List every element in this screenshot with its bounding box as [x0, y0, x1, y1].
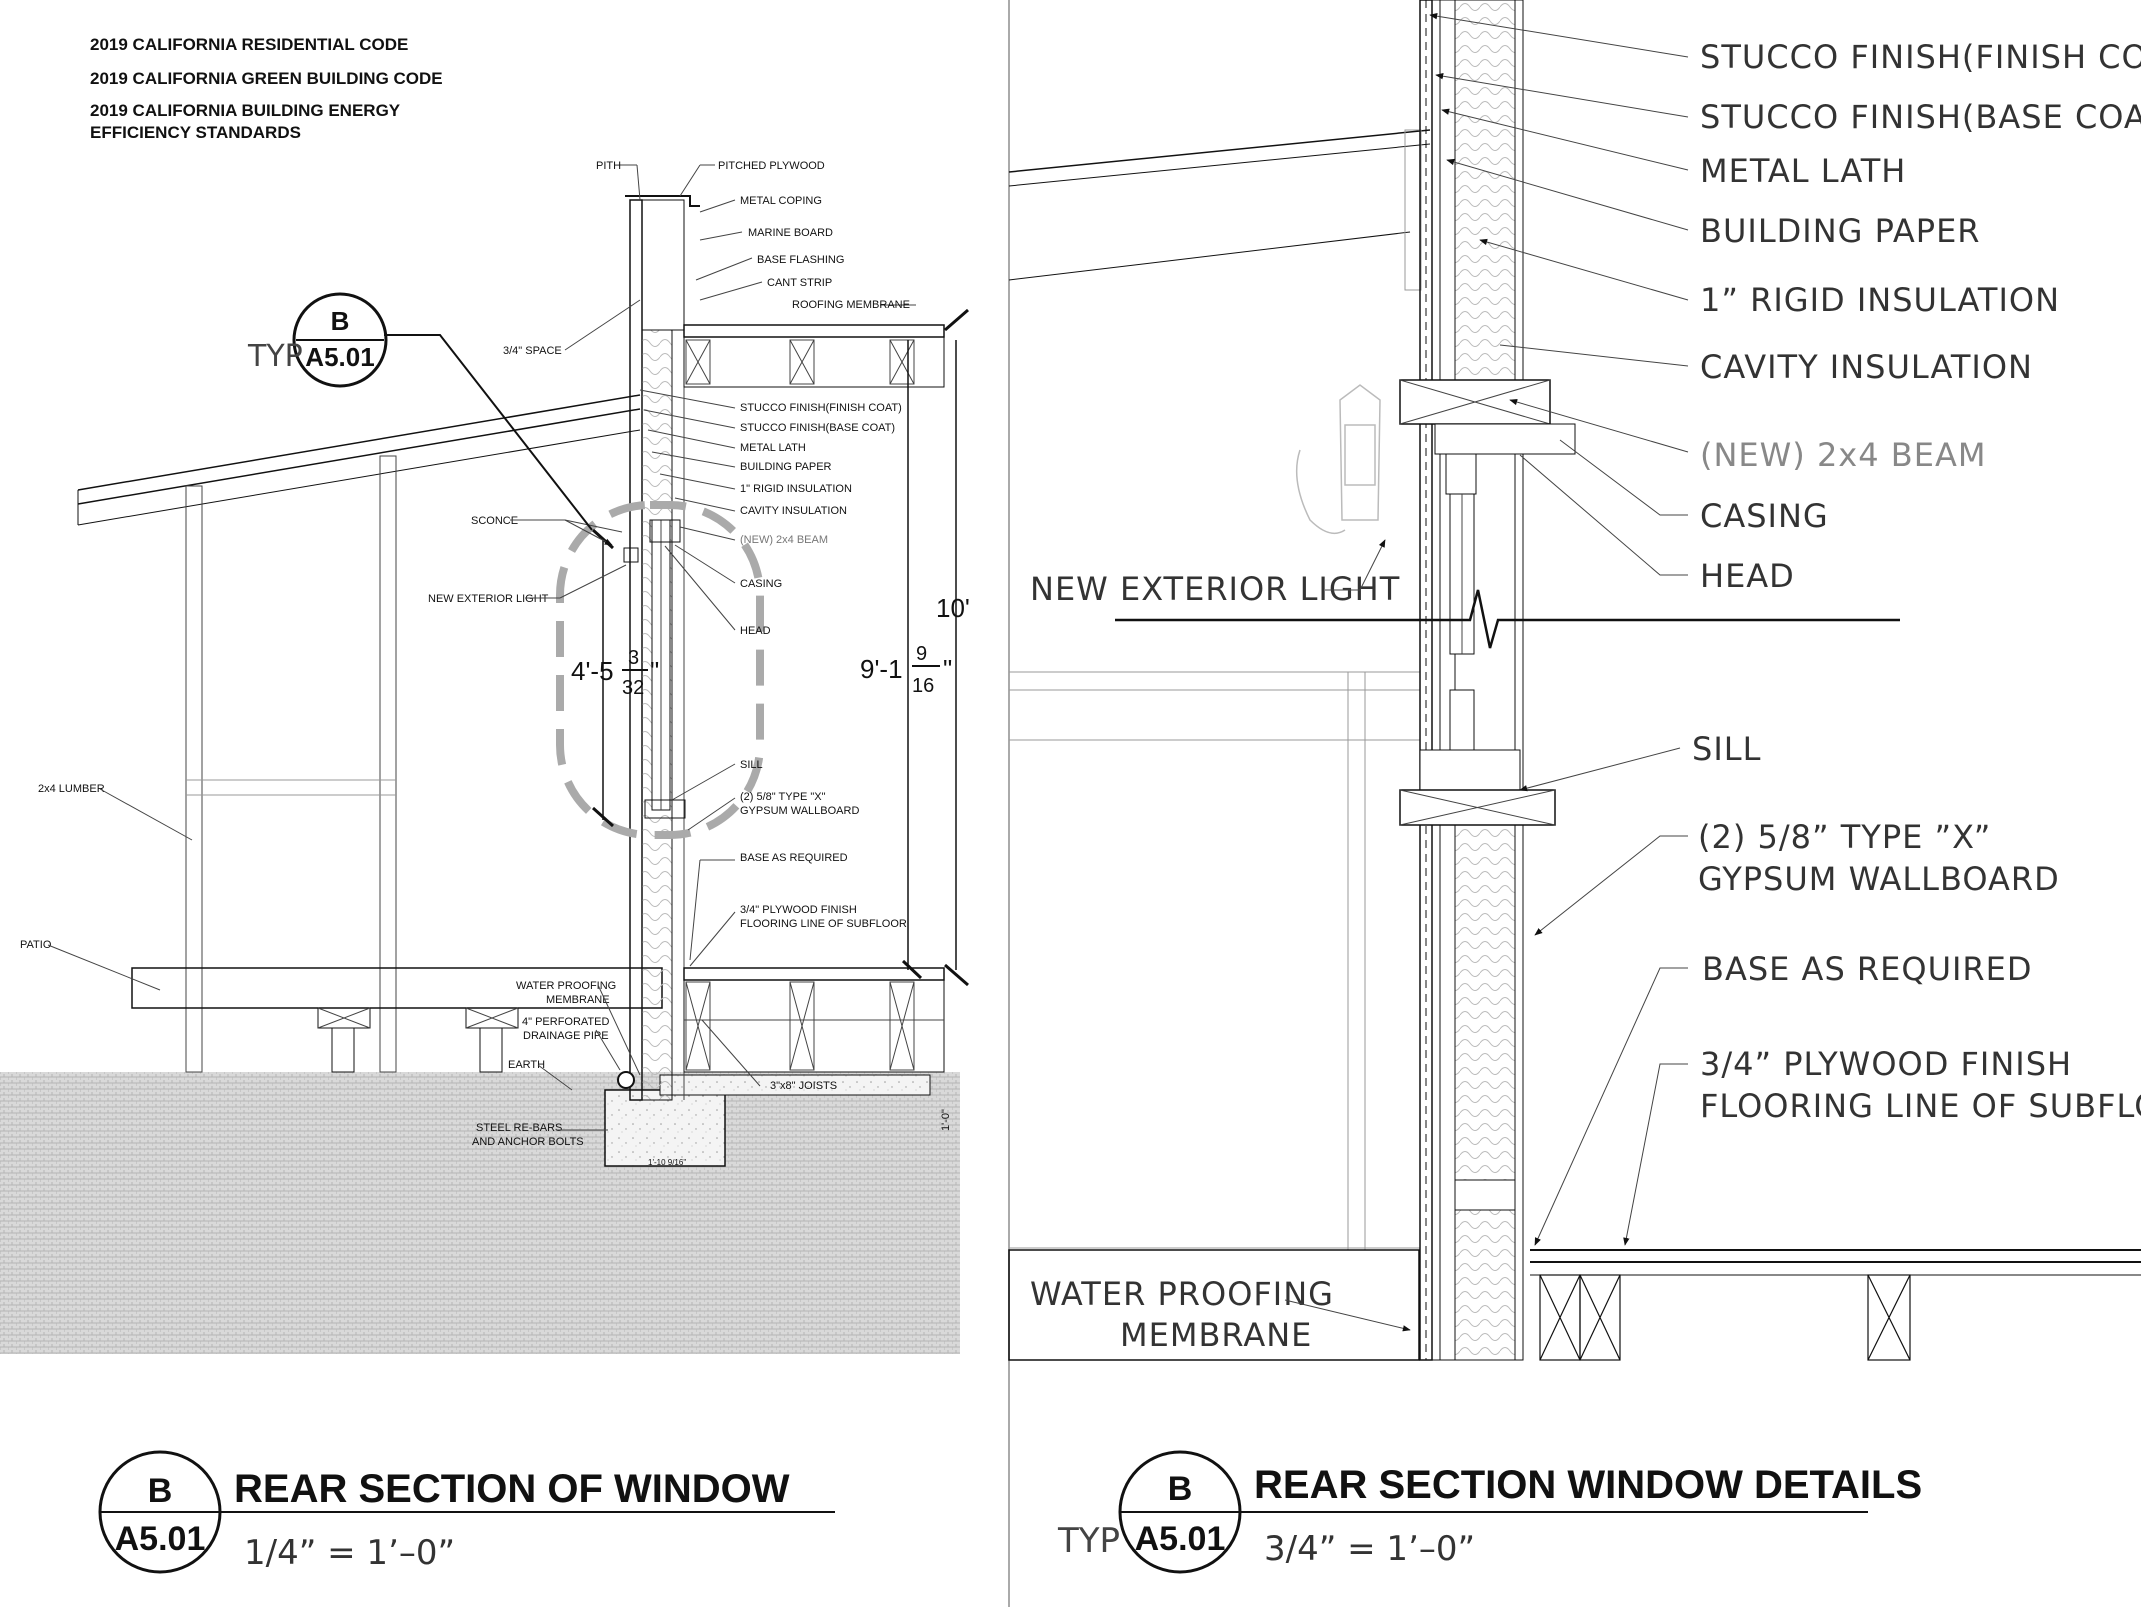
label-space: 3/4" SPACE — [503, 345, 562, 357]
label-plywood-finish-1: 3/4" PLYWOOD FINISH — [740, 904, 857, 916]
r-label-rigid-insulation: 1” RIGID INSULATION — [1700, 281, 2060, 319]
label-drainage-2: DRAINAGE PIPE — [523, 1030, 609, 1042]
r-label-gypsum-2: GYPSUM WALLBOARD — [1698, 860, 2060, 898]
label-cant-strip: CANT STRIP — [767, 277, 832, 289]
r-label-gypsum-1: (2) 5/8” TYPE ”X” — [1698, 818, 1991, 856]
label-cavity-insulation: CAVITY INSULATION — [740, 505, 847, 517]
title-block-right: B A5.01 TYP REAR SECTION WINDOW DETAILS … — [1057, 1450, 1922, 1574]
callout-typ: TYP — [247, 339, 303, 374]
r-label-plywood-1: 3/4” PLYWOOD FINISH — [1700, 1045, 2072, 1083]
r-label-waterproofing-2: MEMBRANE — [1120, 1316, 1312, 1354]
title-right-letter: B — [1168, 1470, 1193, 1508]
title-right-sheet: A5.01 — [1135, 1520, 1226, 1558]
left-dimensions: 10' 9'-1 9 16 " 4'-5 3 32 " — [571, 593, 970, 699]
code-notes: 2019 CALIFORNIA RESIDENTIAL CODE 2019 CA… — [90, 35, 443, 142]
title-right-typ: TYP — [1057, 1521, 1120, 1561]
dim-4ft-den: 32 — [622, 677, 644, 699]
label-2x4-lumber: 2x4 LUMBER — [38, 783, 105, 795]
r-label-stucco-base: STUCCO FINISH(BASE COAT) — [1700, 98, 2141, 136]
label-footing-width: 1'-10 9/16" — [648, 1158, 686, 1167]
callout-letter: B — [331, 306, 350, 336]
label-base: BASE AS REQUIRED — [740, 852, 848, 864]
dim-9ft-main: 9'-1 — [860, 654, 903, 684]
detail-callout-bubble — [556, 501, 764, 839]
title-left-sheet: A5.01 — [115, 1520, 206, 1558]
label-rigid-insulation: 1" RIGID INSULATION — [740, 483, 852, 495]
label-metal-coping: METAL COPING — [740, 195, 822, 207]
label-pith: PITH — [596, 160, 621, 172]
code-note: 2019 CALIFORNIA GREEN BUILDING CODE — [90, 69, 443, 88]
label-pitched-plywood: PITCHED PLYWOOD — [718, 160, 825, 172]
r-label-metal-lath: METAL LATH — [1700, 152, 1906, 190]
title-left-text: REAR SECTION OF WINDOW — [234, 1467, 790, 1511]
label-gypsum-1: (2) 5/8" TYPE "X" — [740, 791, 826, 803]
r-label-building-paper: BUILDING PAPER — [1700, 212, 1981, 250]
ground-hatch — [0, 1072, 960, 1354]
label-sconce: SCONCE — [471, 515, 518, 527]
title-left-letter: B — [148, 1472, 173, 1510]
r-label-plywood-2: FLOORING LINE OF SUBFLOOR — [1700, 1087, 2141, 1125]
dim-10-ft: 10' — [936, 593, 970, 623]
label-footing-height: 1'-0" — [940, 1109, 952, 1131]
dim-4ft-main: 4'-5 — [571, 656, 614, 686]
right-detail-drawing — [1008, 0, 2141, 1361]
r-label-base: BASE AS REQUIRED — [1702, 950, 2033, 988]
label-metal-lath: METAL LATH — [740, 442, 806, 454]
r-label-waterproofing-1: WATER PROOFING — [1030, 1275, 1334, 1313]
left-section-labels: PITH PITCHED PLYWOOD METAL COPING MARINE… — [20, 160, 952, 1167]
title-right-text: REAR SECTION WINDOW DETAILS — [1254, 1463, 1922, 1507]
dim-4ft-num: 3 — [628, 647, 639, 669]
dim-9ft-den: 16 — [912, 675, 934, 697]
label-drainage-1: 4" PERFORATED — [522, 1016, 609, 1028]
r-label-cavity-insulation: CAVITY INSULATION — [1700, 348, 2033, 386]
callout-sheet: A5.01 — [305, 342, 374, 372]
label-sill: SILL — [740, 759, 763, 771]
label-joists: 3"x8" JOISTS — [770, 1080, 837, 1092]
label-base-flashing: BASE FLASHING — [757, 254, 844, 266]
dim-4ft-inch: " — [650, 656, 659, 686]
label-beam: (NEW) 2x4 BEAM — [740, 534, 828, 546]
label-roofing-membrane: ROOFING MEMBRANE — [792, 299, 910, 311]
left-section-drawing — [0, 195, 969, 1354]
label-head: HEAD — [740, 625, 771, 637]
label-waterproofing-2: MEMBRANE — [546, 994, 610, 1006]
label-marine-board: MARINE BOARD — [748, 227, 833, 239]
label-casing: CASING — [740, 578, 782, 590]
left-callout-bubble[interactable]: B A5.01 TYP — [247, 292, 593, 531]
title-left-scale: 1/4” = 1’–0” — [244, 1533, 455, 1573]
r-label-new-exterior-light: NEW EXTERIOR LIGHT — [1030, 570, 1400, 608]
label-stucco-finish: STUCCO FINISH(FINISH COAT) — [740, 402, 902, 414]
footing — [604, 1089, 726, 1167]
label-waterproofing-1: WATER PROOFING — [516, 980, 616, 992]
r-label-sill: SILL — [1692, 730, 1761, 768]
label-building-paper: BUILDING PAPER — [740, 461, 832, 473]
r-label-beam: (NEW) 2x4 BEAM — [1700, 436, 1986, 474]
dim-9ft-inch: " — [943, 654, 952, 684]
label-rebar-2: AND ANCHOR BOLTS — [472, 1136, 584, 1148]
code-note: 2019 CALIFORNIA BUILDING ENERGY — [90, 101, 401, 120]
label-new-exterior-light: NEW EXTERIOR LIGHT — [428, 593, 549, 605]
code-note: EFFICIENCY STANDARDS — [90, 123, 301, 142]
label-rebar-1: STEEL RE-BARS — [476, 1122, 562, 1134]
label-plywood-finish-2: FLOORING LINE OF SUBFLOOR — [740, 918, 907, 930]
code-note: 2019 CALIFORNIA RESIDENTIAL CODE — [90, 35, 408, 54]
title-right-scale: 3/4” = 1’–0” — [1264, 1529, 1475, 1569]
label-stucco-base: STUCCO FINISH(BASE COAT) — [740, 422, 895, 434]
r-label-stucco-finish: STUCCO FINISH(FINISH COAT) — [1700, 38, 2141, 76]
dim-9ft-num: 9 — [916, 643, 927, 665]
label-earth: EARTH — [508, 1059, 545, 1071]
right-detail-labels: STUCCO FINISH(FINISH COAT) STUCCO FINISH… — [1030, 12, 2141, 1354]
r-label-head: HEAD — [1700, 557, 1795, 595]
title-block-left: B A5.01 REAR SECTION OF WINDOW 1/4” = 1’… — [98, 1450, 835, 1574]
label-patio: PATIO — [20, 939, 52, 951]
r-label-casing: CASING — [1700, 497, 1829, 535]
label-gypsum-2: GYPSUM WALLBOARD — [740, 805, 859, 817]
